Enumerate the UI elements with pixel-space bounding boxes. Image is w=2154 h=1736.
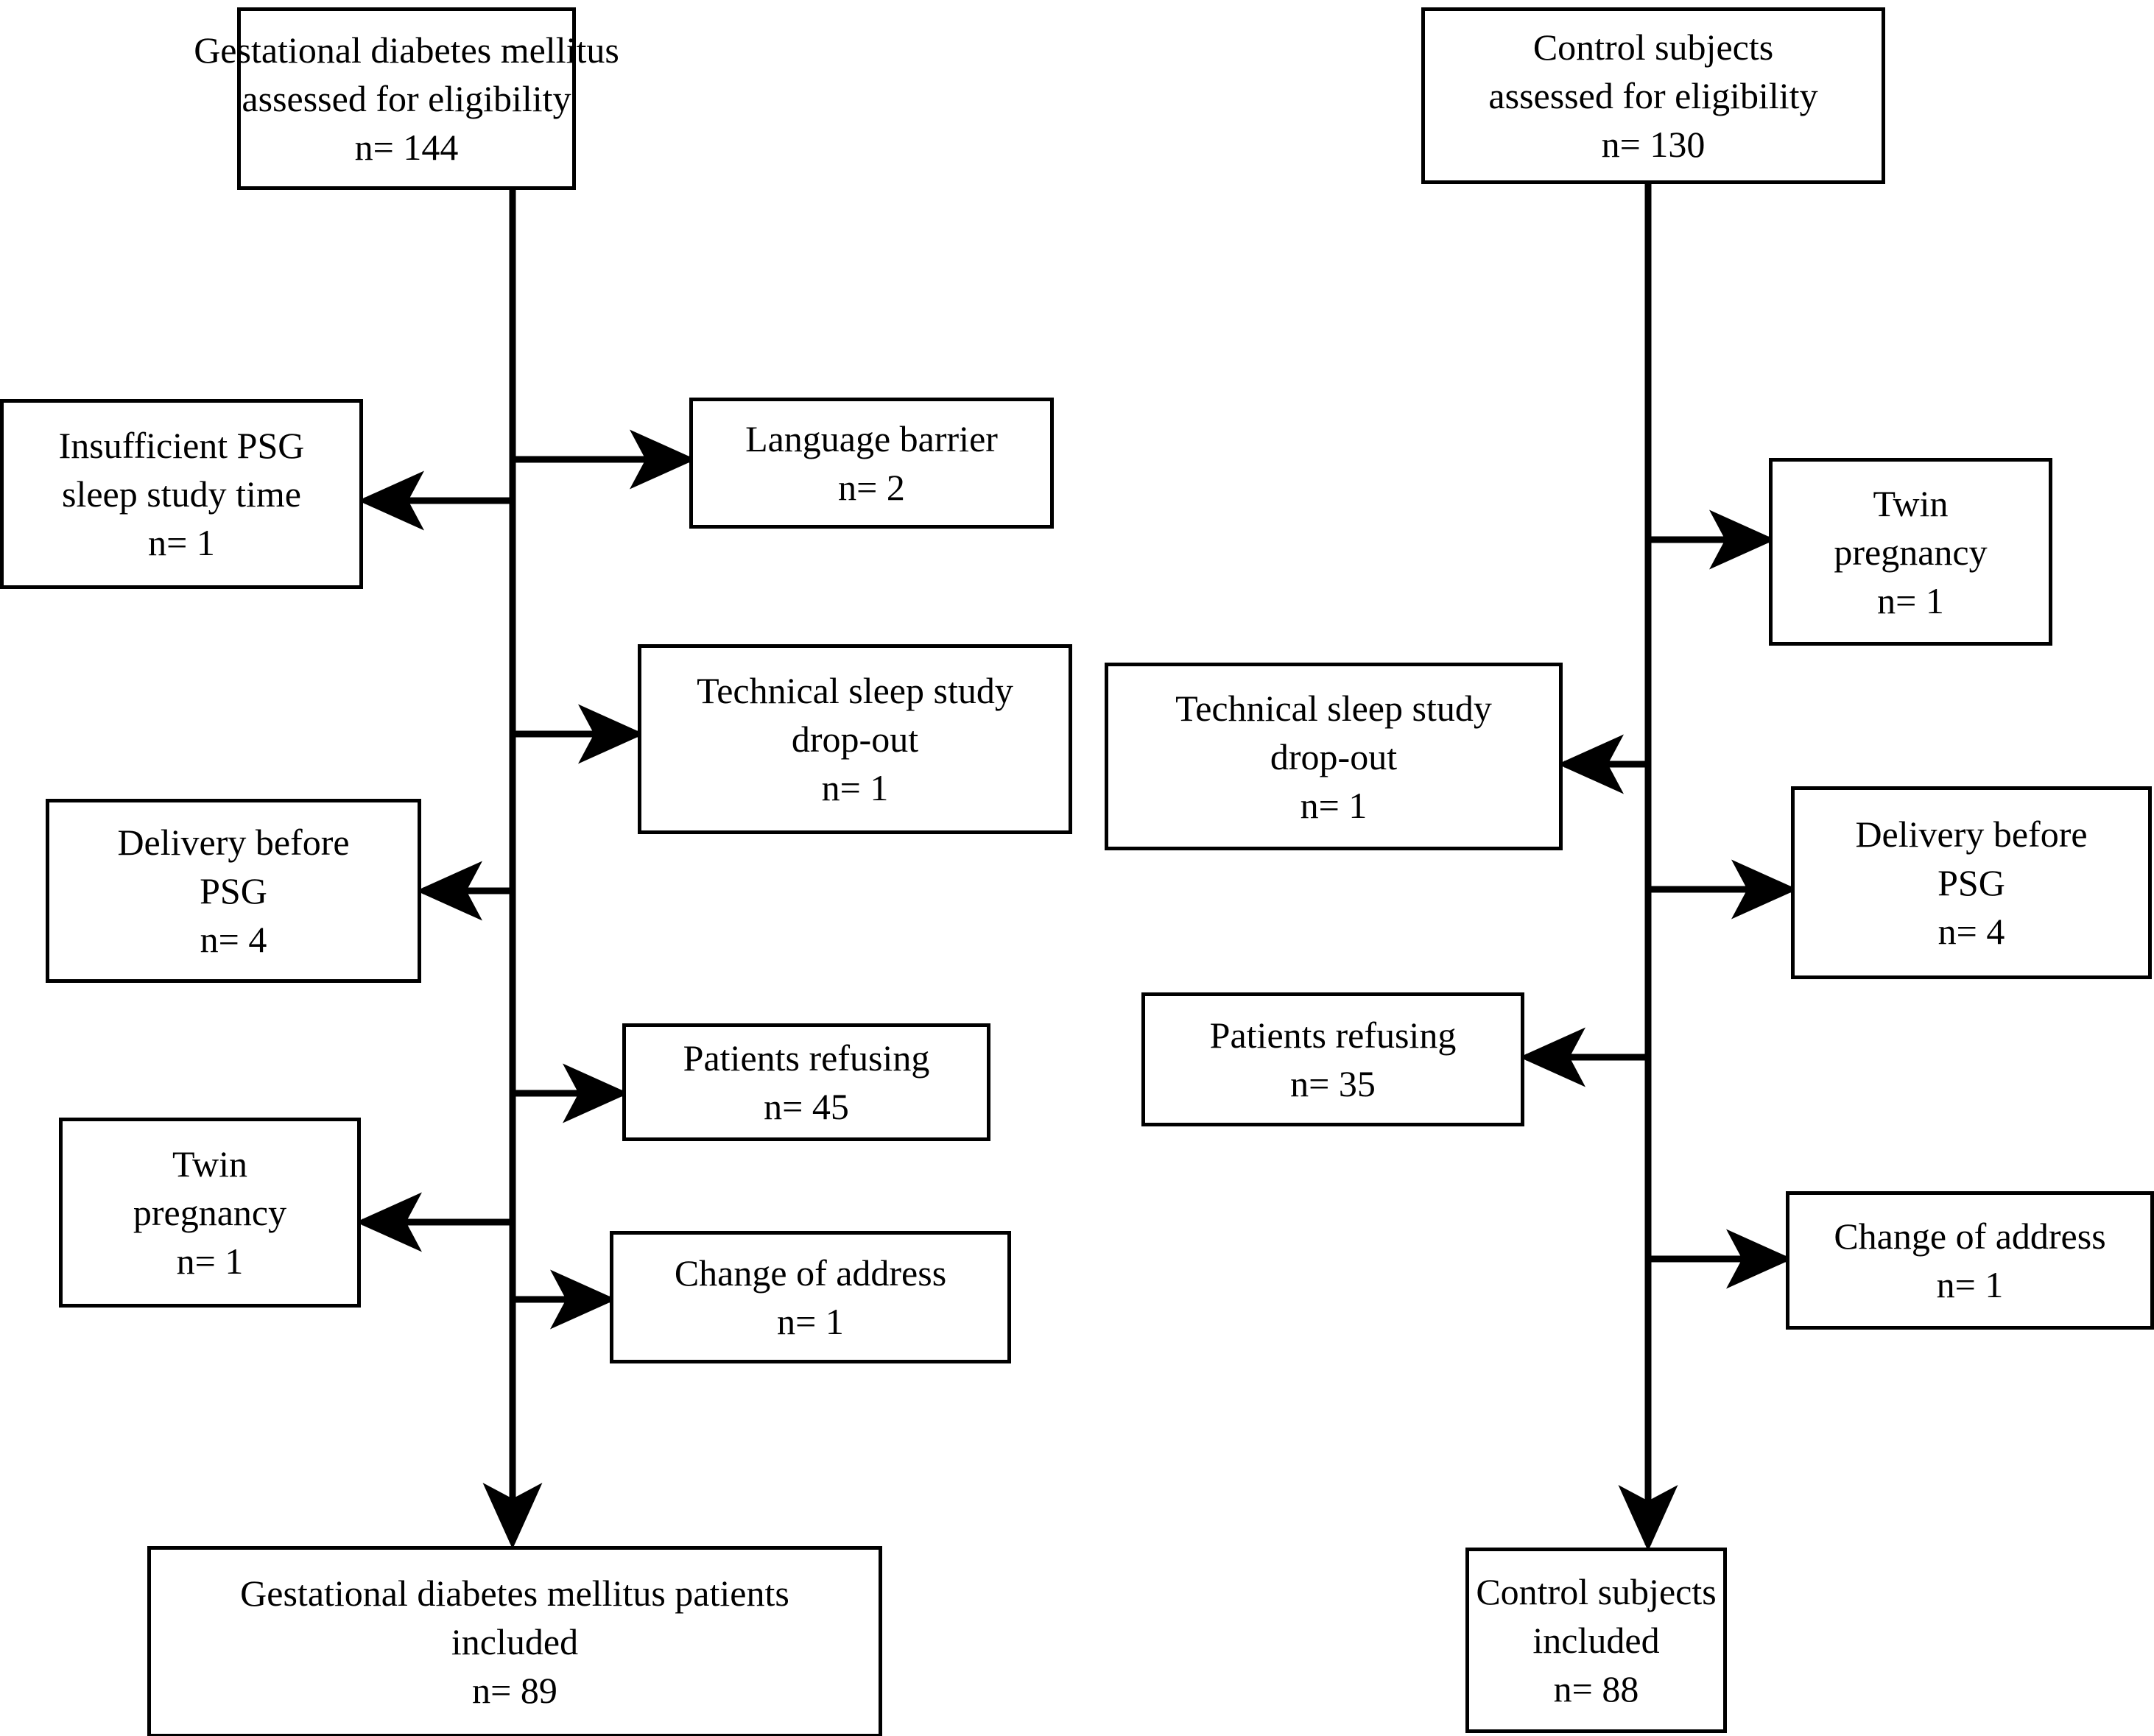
node-gdm-change-of-address: Change of address n= 1	[610, 1231, 1011, 1363]
node-gdm-delivery-before-psg: Delivery before PSG n= 4	[46, 799, 421, 983]
node-count: n= 35	[1290, 1063, 1376, 1104]
node-ctrl-twin-pregnancy: Twin pregnancy n= 1	[1769, 458, 2052, 646]
node-line: Gestational diabetes mellitus patients	[240, 1573, 789, 1614]
node-count: n= 88	[1553, 1668, 1639, 1709]
node-line: pregnancy	[1834, 531, 1988, 573]
node-count: n= 1	[777, 1301, 844, 1342]
node-control-assessed: Control subjects assessed for eligibilit…	[1421, 7, 1885, 184]
node-line: Gestational diabetes mellitus	[194, 29, 619, 71]
node-line: Delivery before	[1855, 814, 2088, 855]
node-gdm-language-barrier: Language barrier n= 2	[689, 398, 1054, 529]
node-line: pregnancy	[133, 1192, 287, 1233]
node-line: Technical sleep study	[1175, 687, 1492, 729]
node-count: n= 130	[1601, 124, 1706, 165]
node-ctrl-patients-refusing: Patients refusing n= 35	[1141, 992, 1524, 1126]
node-count: n= 89	[472, 1670, 557, 1711]
node-count: n= 144	[354, 127, 459, 168]
node-ctrl-technical-dropout: Technical sleep study drop-out n= 1	[1105, 663, 1563, 850]
node-gdm-insufficient-psg: Insufficient PSG sleep study time n= 1	[0, 399, 363, 589]
node-ctrl-included: Control subjects included n= 88	[1465, 1548, 1727, 1733]
node-gdm-twin-pregnancy: Twin pregnancy n= 1	[59, 1118, 361, 1308]
node-gdm-included: Gestational diabetes mellitus patients i…	[147, 1546, 882, 1736]
node-ctrl-change-of-address: Change of address n= 1	[1786, 1191, 2154, 1330]
node-line: drop-out	[1270, 735, 1398, 777]
node-count: n= 1	[148, 522, 215, 563]
node-count: n= 1	[1936, 1264, 2004, 1305]
node-line: drop-out	[791, 719, 919, 760]
node-gdm-patients-refusing: Patients refusing n= 45	[622, 1023, 990, 1141]
node-line: included	[1532, 1620, 1660, 1661]
node-line: Patients refusing	[683, 1037, 930, 1079]
node-line: included	[451, 1621, 579, 1662]
node-count: n= 2	[838, 467, 905, 508]
ctrl-branch-arrows	[1519, 509, 1798, 1289]
node-line: PSG	[200, 870, 267, 911]
node-line: Change of address	[674, 1252, 947, 1294]
node-line: Twin	[172, 1143, 248, 1185]
node-line: Delivery before	[117, 822, 350, 863]
node-gdm-assessed: Gestational diabetes mellitus assessed f…	[194, 7, 619, 190]
node-count: n= 4	[1937, 911, 2005, 952]
node-count: n= 4	[200, 919, 267, 960]
node-ctrl-delivery-before-psg: Delivery before PSG n= 4	[1791, 786, 2152, 979]
node-line: assessed for eligibility	[242, 78, 571, 119]
node-line: Twin	[1873, 482, 1949, 524]
node-line: Insufficient PSG	[58, 425, 305, 466]
node-line: Language barrier	[745, 418, 998, 459]
node-count: n= 1	[821, 767, 889, 808]
node-line: PSG	[1937, 862, 2005, 903]
node-line: assessed for eligibility	[1488, 75, 1818, 116]
node-line: Control subjects	[1476, 1571, 1717, 1612]
node-line: Patients refusing	[1209, 1015, 1457, 1056]
node-line: sleep study time	[62, 473, 301, 515]
node-line: Change of address	[1834, 1215, 2106, 1257]
node-line: Technical sleep study	[697, 670, 1013, 711]
node-count: n= 1	[1300, 784, 1368, 826]
node-count: n= 1	[176, 1241, 244, 1282]
node-gdm-technical-dropout: Technical sleep study drop-out n= 1	[638, 644, 1072, 834]
node-count: n= 1	[1877, 579, 1944, 621]
node-line: Control subjects	[1532, 27, 1774, 68]
node-count: n= 45	[764, 1086, 849, 1127]
gdm-branch-arrows	[356, 429, 696, 1330]
